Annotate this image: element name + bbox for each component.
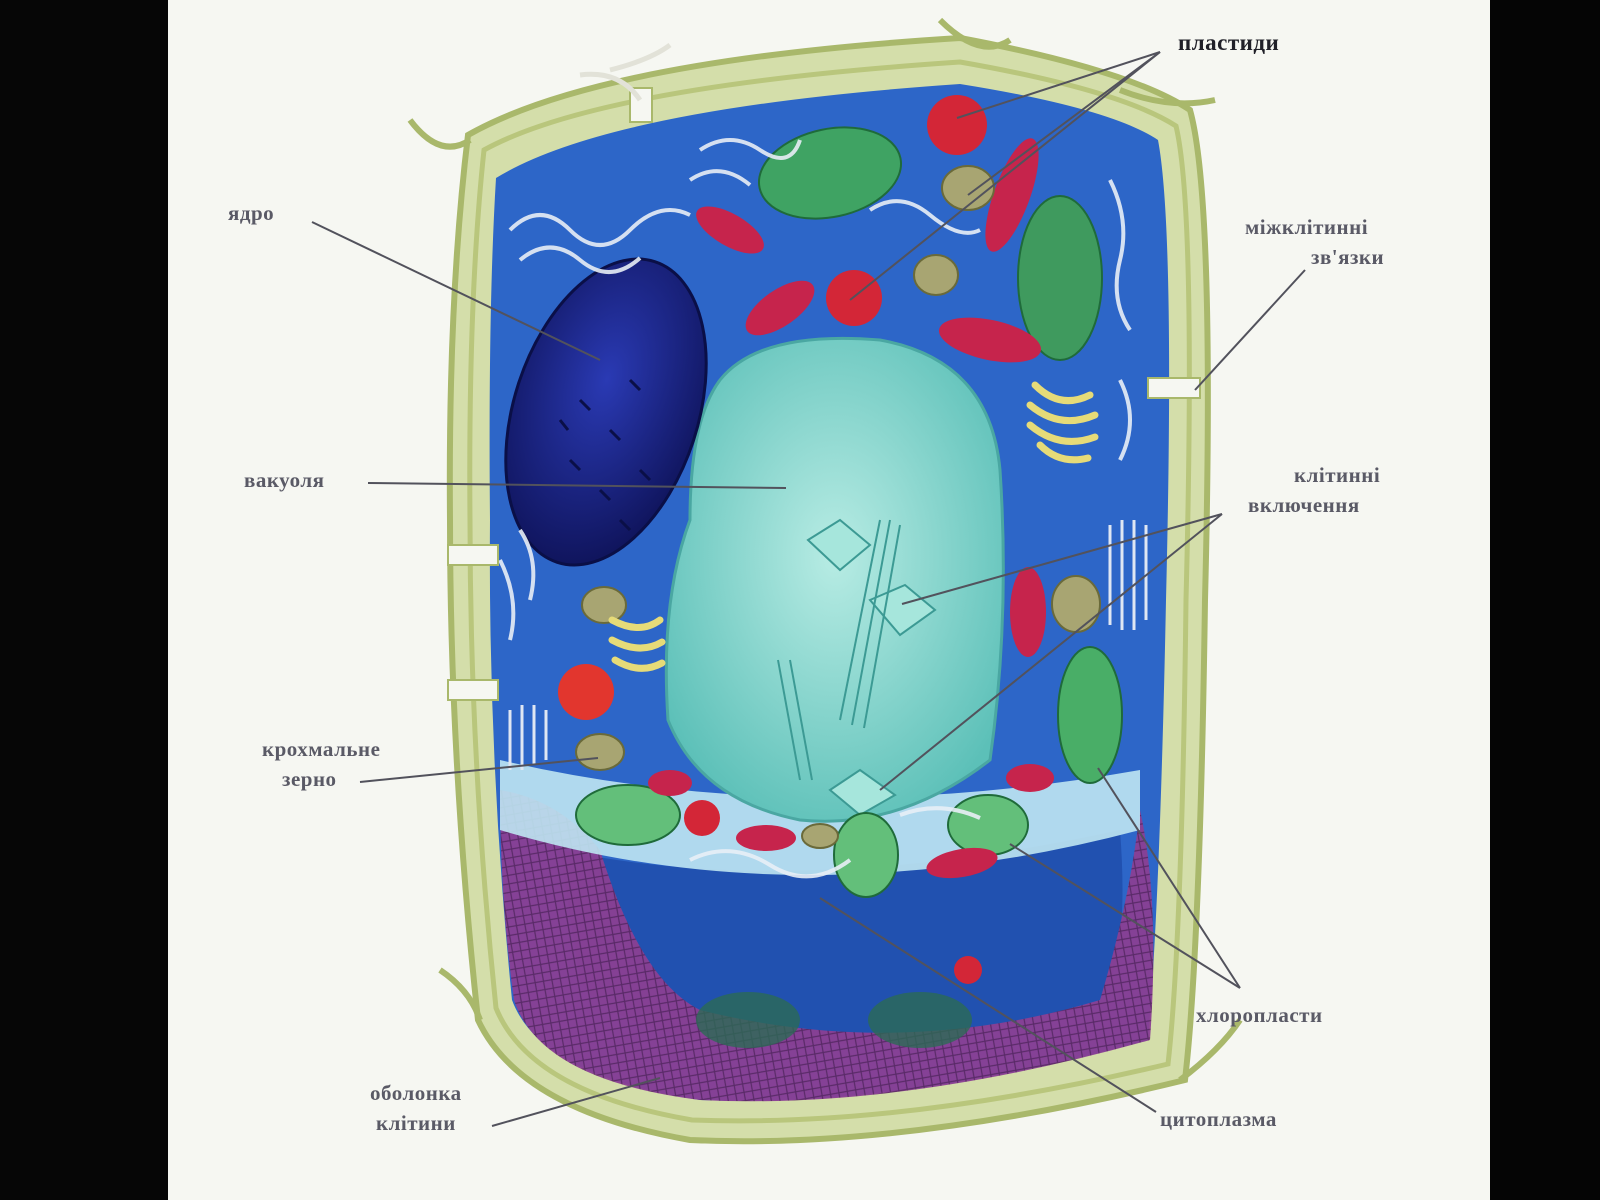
golgi-right [1026, 381, 1099, 464]
cytoplasm-lower [560, 830, 1123, 1045]
leader-cytoplasm [819, 897, 1157, 1113]
starch-grain-5 [575, 733, 625, 771]
label-cell-shell: оболонка клітини [370, 1078, 462, 1138]
chloroplast-deep-1 [696, 992, 800, 1048]
chloroplast-deep-2 [868, 992, 972, 1048]
leader-vacuole [367, 482, 787, 489]
right-dark-margin [1490, 0, 1600, 1200]
plastid-round-3 [558, 664, 614, 720]
cell-wall-inner [467, 59, 1192, 1124]
nucleus [504, 257, 708, 567]
plastid-red-9 [1006, 764, 1054, 792]
plastid-red-4 [938, 317, 1042, 363]
starch-grain-3 [1051, 575, 1101, 633]
label-plastids-text: пластиди [1178, 30, 1280, 55]
label-starch-line2: зерно [282, 767, 337, 791]
label-chloroplasts: хлоропласти [1196, 1000, 1323, 1030]
label-cell-inclusions: клітинні включення [1248, 460, 1380, 520]
crystal-3 [828, 768, 897, 817]
label-starch-grain: крохмальне зерно [262, 734, 380, 794]
label-cytoplasm-text: цитоплазма [1160, 1107, 1277, 1131]
plastid-red-2 [745, 280, 815, 336]
label-vacuole-text: вакуоля [244, 468, 325, 492]
chloroplast-bottom-mid [833, 812, 899, 898]
starch-grain-4 [581, 586, 627, 624]
leader-shell [491, 1077, 661, 1127]
plastid-red-7 [736, 825, 796, 851]
chloroplast-right [1017, 195, 1103, 361]
label-cytoplasm: цитоплазма [1160, 1104, 1277, 1134]
plasmodesmata [447, 87, 1201, 701]
plastid-red-3 [985, 138, 1039, 252]
chloroplast-lower-right [1057, 646, 1123, 784]
raphide-needles [777, 519, 901, 781]
starch-grain-1 [941, 165, 995, 211]
neighbor-wall-bottom [438, 967, 1243, 1083]
plastid-round-4 [684, 800, 720, 836]
starch-grain-6 [801, 823, 839, 849]
label-nucleus: ядро [228, 198, 274, 228]
leader-chloroplasts-a [1097, 767, 1241, 989]
label-intercell-line2: зв'язки [1311, 245, 1385, 269]
label-intercell-line1: міжклітинні [1245, 215, 1369, 239]
rough-er-stacks [508, 520, 1148, 770]
label-vacuole: вакуоля [244, 465, 325, 495]
label-inclusions-line1: клітинні [1294, 463, 1381, 487]
starch-grain-2 [913, 254, 959, 296]
crystal-1 [806, 518, 872, 572]
label-shell-line2: клітини [376, 1111, 456, 1135]
chloroplast-bottom-right [947, 794, 1029, 856]
label-shell-line1: оболонка [370, 1081, 462, 1105]
golgi-left [608, 616, 666, 672]
plastid-round-1 [927, 95, 987, 155]
label-intercellular-connections: міжклітинні зв'язки [1245, 212, 1384, 272]
leader-plastids-c [849, 51, 1161, 301]
plasmodesma-strand [579, 42, 672, 102]
leader-intercell [1194, 269, 1306, 391]
label-nucleus-text: ядро [228, 201, 275, 225]
plastid-red-1 [696, 206, 764, 254]
leader-starch [359, 757, 599, 783]
plastid-red-6 [648, 770, 692, 796]
leader-inclusions-a [901, 513, 1223, 605]
plastid-red-8 [926, 847, 998, 879]
leader-plastids-b [967, 51, 1161, 196]
plasma-membrane-mesh [500, 790, 1154, 1102]
label-inclusions-line2: включення [1248, 493, 1360, 517]
label-plastids: пластиди [1178, 28, 1279, 58]
endoplasmic-reticulum [498, 138, 1132, 879]
leader-chloroplasts-b [1009, 843, 1241, 989]
leader-plastids-a [956, 51, 1161, 119]
plastid-red-5 [1010, 567, 1046, 657]
chloroplast-bottom-left [575, 784, 681, 846]
leader-nucleus [311, 221, 601, 361]
leader-inclusions-b [879, 513, 1223, 791]
label-chloroplasts-text: хлоропласти [1196, 1003, 1323, 1027]
nucleus-chromatin [558, 378, 652, 532]
left-dark-margin [0, 0, 168, 1200]
leader-lines [311, 51, 1306, 1127]
label-starch-line1: крохмальне [262, 737, 381, 761]
plastid-round-5 [954, 956, 982, 984]
vacuole [664, 336, 1005, 823]
neighbor-wall-top [407, 17, 1216, 150]
